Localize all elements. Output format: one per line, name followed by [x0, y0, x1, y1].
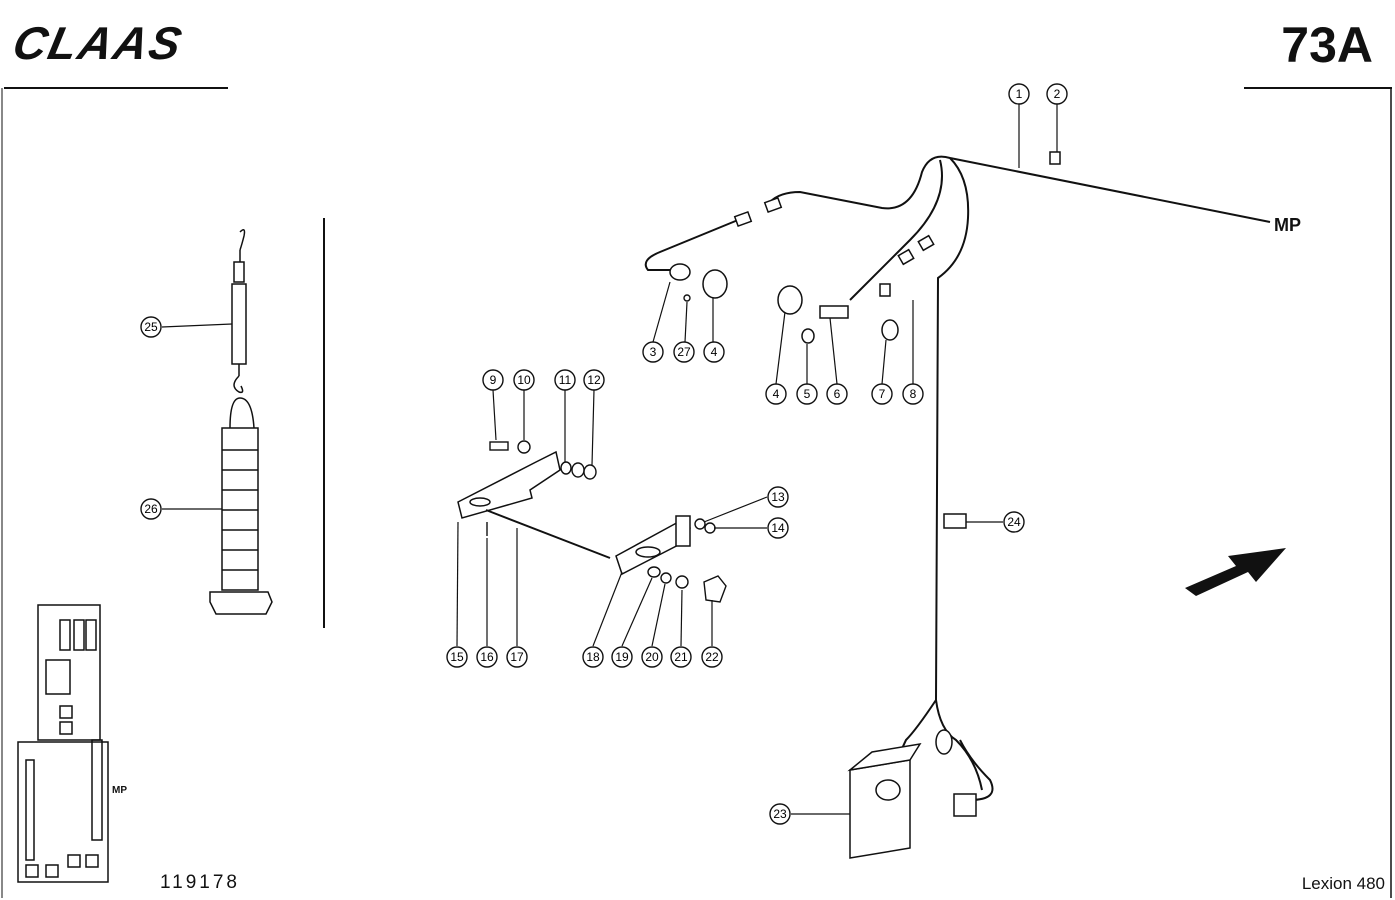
- mp-label: MP: [1274, 215, 1301, 235]
- callout-18: 18: [582, 646, 604, 668]
- callout-2: 2: [1046, 83, 1068, 105]
- svg-text:15: 15: [450, 650, 464, 664]
- svg-text:8: 8: [910, 387, 917, 401]
- svg-text:4: 4: [711, 345, 718, 359]
- svg-text:17: 17: [510, 650, 524, 664]
- callout-22: 22: [701, 646, 723, 668]
- callout-26: 26: [140, 498, 162, 520]
- svg-text:25: 25: [144, 320, 158, 334]
- callout-3: 3: [642, 341, 664, 363]
- callout-25: 25: [140, 316, 162, 338]
- model-name: Lexion 480: [1301, 874, 1385, 893]
- svg-text:12: 12: [587, 373, 601, 387]
- svg-text:20: 20: [645, 650, 659, 664]
- callout-12: 12: [583, 369, 605, 391]
- callout-16: 16: [476, 646, 498, 668]
- svg-text:23: 23: [773, 807, 787, 821]
- callout-9: 9: [482, 369, 504, 391]
- callout-24: 24: [1003, 511, 1025, 533]
- svg-text:4: 4: [773, 387, 780, 401]
- callout-10: 10: [513, 369, 535, 391]
- callout-5: 5: [796, 383, 818, 405]
- callout-6: 6: [826, 383, 848, 405]
- page-code: 73A: [1281, 17, 1373, 73]
- callout-4a: 4: [703, 341, 725, 363]
- svg-text:19: 19: [615, 650, 629, 664]
- callout-23: 23: [769, 803, 791, 825]
- svg-text:21: 21: [674, 650, 688, 664]
- svg-text:24: 24: [1007, 515, 1021, 529]
- svg-text:7: 7: [879, 387, 886, 401]
- svg-text:13: 13: [771, 490, 785, 504]
- spring-scale: [231, 229, 247, 394]
- svg-text:11: 11: [559, 373, 572, 387]
- callout-14: 14: [767, 517, 789, 539]
- svg-text:18: 18: [586, 650, 600, 664]
- svg-text:27: 27: [677, 345, 691, 359]
- svg-text:9: 9: [490, 373, 497, 387]
- svg-text:2: 2: [1054, 87, 1061, 101]
- svg-text:22: 22: [705, 650, 719, 664]
- callout-20: 20: [641, 646, 663, 668]
- callout-11: 11: [554, 369, 576, 391]
- callouts: 1 2 3 27 4 4 5 6 7 8 9 10 11 12 13 14 15…: [140, 83, 1068, 825]
- wiring-harness: [644, 155, 1271, 801]
- direction-arrow-icon: [1185, 548, 1286, 596]
- callout-19: 19: [611, 646, 633, 668]
- svg-text:16: 16: [480, 650, 494, 664]
- svg-text:10: 10: [517, 373, 531, 387]
- callout-1: 1: [1008, 83, 1030, 105]
- svg-text:5: 5: [804, 387, 811, 401]
- callout-27: 27: [673, 341, 695, 363]
- callout-4b: 4: [765, 383, 787, 405]
- measuring-tube: [209, 397, 273, 615]
- callout-7: 7: [871, 383, 893, 405]
- callout-15: 15: [446, 646, 468, 668]
- small-hardware: [486, 294, 727, 603]
- drawing-number: 119178: [160, 872, 240, 893]
- fuse-box-inset: [17, 604, 109, 883]
- linkage-brackets: [457, 450, 691, 576]
- callout-21: 21: [670, 646, 692, 668]
- callout-13: 13: [767, 486, 789, 508]
- svg-text:1: 1: [1016, 87, 1023, 101]
- connectors: [669, 151, 1061, 817]
- svg-text:3: 3: [650, 345, 657, 359]
- callout-17: 17: [506, 646, 528, 668]
- brand-logo: CLAAS: [8, 17, 188, 69]
- mp-inset-label: MP: [112, 785, 127, 796]
- svg-text:6: 6: [834, 387, 841, 401]
- svg-text:14: 14: [771, 521, 785, 535]
- control-box: [847, 742, 922, 859]
- callout-8: 8: [902, 383, 924, 405]
- leader-lines: [161, 104, 1058, 815]
- svg-text:26: 26: [144, 502, 158, 516]
- linkage-rod: [485, 509, 611, 559]
